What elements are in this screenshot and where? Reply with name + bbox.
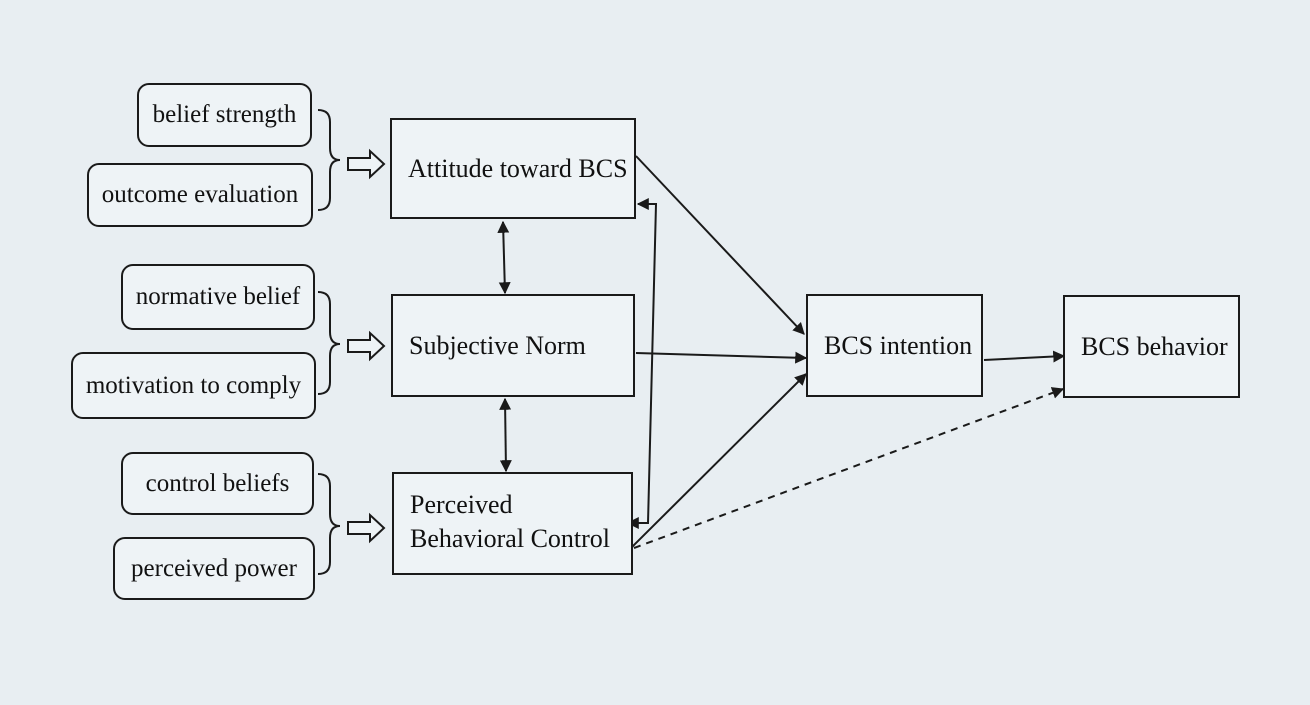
hollow-arrow-control <box>347 512 386 544</box>
path-intention-behavior <box>983 350 1066 363</box>
brace-norm <box>317 291 341 395</box>
control-beliefs-box: control beliefs <box>121 452 314 515</box>
control-beliefs-label: control beliefs <box>145 469 290 497</box>
path-attitude-intention <box>635 155 805 335</box>
motivation-to-comply-label: motivation to comply <box>85 371 302 399</box>
attitude-box: Attitude toward BCS <box>390 118 636 219</box>
corr-attitude-norm <box>497 220 511 295</box>
hollow-arrow-attitude <box>347 148 386 180</box>
normative-belief-box: normative belief <box>121 264 315 330</box>
outcome-evaluation-box: outcome evaluation <box>87 163 313 227</box>
perceived-behavioral-control-box: Perceived Behavioral Control <box>392 472 633 575</box>
intention-box: BCS intention <box>806 294 983 397</box>
outcome-evaluation-label: outcome evaluation <box>101 181 299 208</box>
attitude-label: Attitude toward BCS <box>408 153 628 183</box>
corr-norm-pbc <box>499 397 512 473</box>
normative-belief-label: normative belief <box>135 283 301 310</box>
hollow-arrow-norm <box>347 330 386 362</box>
corr-attitude-pbc <box>626 198 658 529</box>
subjective-norm-label: Subjective Norm <box>409 330 586 360</box>
belief-strength-box: belief strength <box>137 83 312 147</box>
perceived-power-label: perceived power <box>131 554 297 582</box>
subjective-norm-box: Subjective Norm <box>391 294 635 397</box>
behavior-label: BCS behavior <box>1081 331 1228 361</box>
perceived-behavioral-control-label: Perceived Behavioral Control <box>410 490 611 553</box>
behavior-box: BCS behavior <box>1063 295 1240 398</box>
brace-attitude <box>317 109 341 211</box>
motivation-to-comply-box: motivation to comply <box>71 352 316 419</box>
intention-label: BCS intention <box>824 330 973 360</box>
brace-control <box>317 473 341 575</box>
belief-strength-label: belief strength <box>152 101 297 128</box>
path-norm-intention <box>635 351 808 364</box>
perceived-power-box: perceived power <box>113 537 315 600</box>
path-pbc-behavior-dashed <box>633 387 1065 549</box>
path-pbc-intention <box>631 373 807 548</box>
